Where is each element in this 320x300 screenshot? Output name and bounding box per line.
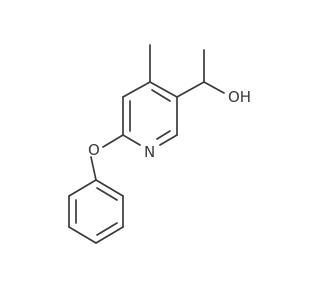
phenyl-ring (68, 179, 124, 244)
ether-linkage: O (88, 134, 124, 181)
bond-c4-c3 (149, 81, 178, 98)
bond-p6-p1 (68, 179, 97, 197)
double-bond-c2-n (156, 130, 171, 140)
ether-oxygen-label: O (88, 141, 100, 159)
bond-p1-p2 (95, 179, 124, 197)
bond-n-c6 (122, 134, 141, 146)
hydroxyl-label: OH (228, 88, 251, 106)
bond-chc-oh (203, 81, 225, 94)
pyridine-ring (122, 81, 178, 146)
double-bond-c4-c3 (151, 89, 171, 102)
bond-c6-o (102, 134, 124, 148)
bond-p4-p5 (68, 226, 97, 244)
double-bond-p3-p4 (96, 222, 118, 236)
bond-ring-chc (176, 81, 205, 98)
bond-o-phenyl (90, 156, 97, 181)
nitrogen-label: N (144, 143, 155, 161)
bond-c5-c4 (122, 81, 151, 98)
molecule-structure-diagram: OH N O (68, 44, 251, 244)
bond-c2-n (159, 134, 178, 146)
hydroxyethyl-group: OH (176, 49, 251, 106)
double-bond-p1-p2 (96, 187, 118, 201)
bond-p3-p4 (95, 226, 124, 244)
